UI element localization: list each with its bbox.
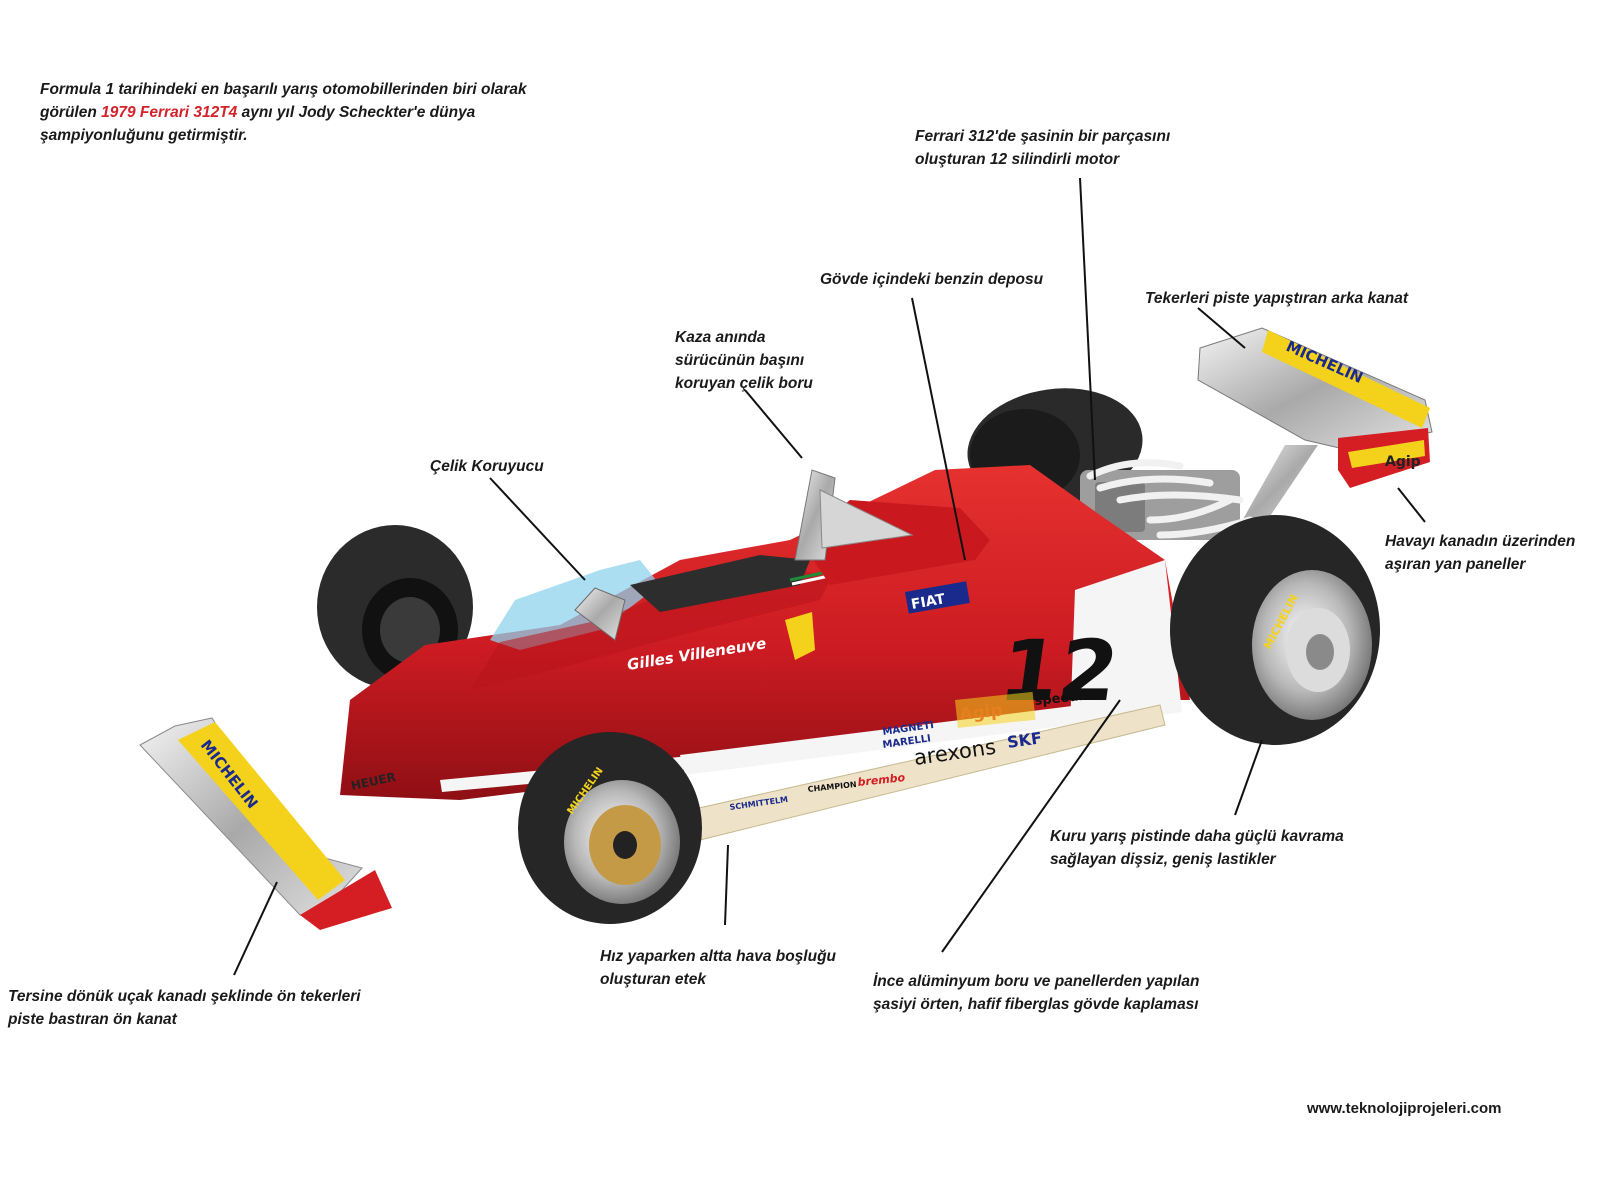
label-rear-wing: Tekerleri piste yapıştıran arka kanat	[1145, 290, 1409, 307]
label-fuel-tank: Gövde içindeki benzin deposu	[820, 271, 1044, 288]
intro-suffix: aynı yıl Jody Scheckter'e dünya şampiyon…	[40, 104, 476, 144]
leader-engine	[1079, 177, 1096, 481]
intro-prefix: Formula 1 tarihindeki en başarılı yarış …	[40, 81, 527, 121]
leader-body	[941, 699, 1121, 953]
leader-fuel-tank	[911, 297, 966, 561]
leader-side-panels	[1397, 487, 1426, 523]
label-skirt: Hız yaparken altta hava boşluğu oluştura…	[600, 948, 837, 988]
speedline-decal: speedline	[1034, 687, 1106, 709]
leader-tyres	[1234, 739, 1263, 816]
label-roll-bar: Kaza anında sürücünün başını koruyan çel…	[675, 329, 813, 392]
label-body: İnce alüminyum boru ve panellerden yapıl…	[873, 973, 1200, 1013]
leader-front-wing	[233, 881, 278, 976]
skf-decal: SKF	[1006, 728, 1043, 752]
intro-text: Formula 1 tarihindeki en başarılı yarış …	[40, 78, 560, 147]
label-side-panels: Havayı kanadın üzerinden aşıran yan pane…	[1385, 533, 1576, 573]
leader-rear-wing	[1197, 307, 1246, 349]
website-url: www.teknolojiprojeleri.com	[1307, 1100, 1502, 1117]
leader-skirt	[724, 844, 729, 926]
label-front-wing: Tersine dönük uçak kanadı şeklinde ön te…	[8, 988, 361, 1028]
roll-bar	[794, 469, 914, 561]
label-engine: Ferrari 312'de şasinin bir parçasını olu…	[915, 128, 1171, 168]
rear-wing-agip-text: Agip	[1385, 454, 1421, 470]
leader-lines	[233, 177, 1426, 976]
car-decals: 12 Gilles Villeneuve FIAT Agip speedline…	[350, 581, 1124, 812]
leader-roll-bar	[744, 389, 803, 459]
rear-right-tyre: MICHELIN	[1170, 515, 1380, 745]
brembo-decal: brembo	[857, 771, 906, 789]
label-steel-guard: Çelik Koruyucu	[430, 458, 544, 475]
fiat-decal: FIAT	[910, 591, 947, 613]
label-tyres: Kuru yarış pistinde daha güçlü kavrama s…	[1050, 828, 1344, 868]
front-right-tyre: MICHELIN	[518, 732, 702, 924]
rear-wing: MICHELIN Agip	[1197, 327, 1433, 548]
front-wing: MICHELIN	[139, 717, 392, 930]
steel-guard	[574, 587, 626, 641]
intro-highlight: 1979 Ferrari 312T4	[101, 104, 238, 121]
leader-steel-guard	[489, 477, 586, 581]
